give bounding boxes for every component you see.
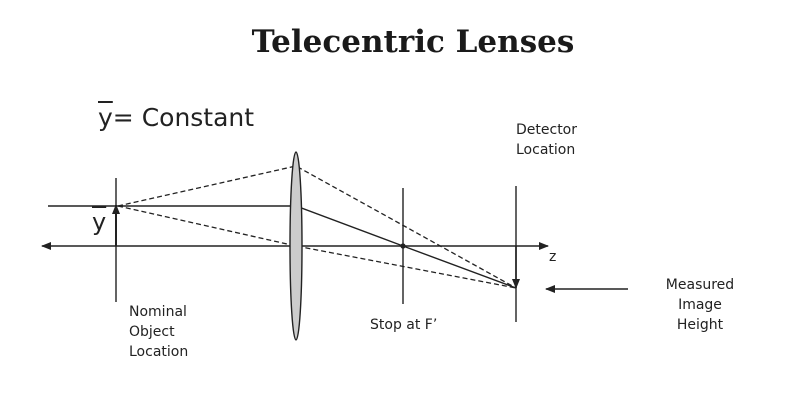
object-label-line1: Nominal — [129, 304, 187, 320]
measured-height-label: Measured Image Height — [652, 275, 748, 335]
measured-label-line2: Image — [678, 297, 722, 313]
stop-label: Stop at F’ — [370, 317, 438, 333]
detector-label-line2: Location — [516, 142, 576, 158]
measured-label-line3: Height — [676, 317, 724, 333]
object-label-line2: Object — [129, 324, 175, 340]
diagram-title: Telecentric Lenses — [251, 24, 575, 60]
constant-equation: y= Constant — [98, 103, 254, 132]
detector-location-label: Detector Location — [516, 120, 577, 160]
object-height-label: y — [92, 208, 107, 236]
y-bar-symbol: y — [98, 103, 113, 132]
equation-text: = Constant — [112, 103, 255, 132]
upper-marginal-ray — [117, 165, 517, 289]
measured-label-line1: Measured — [665, 277, 735, 293]
chief-ray — [48, 205, 517, 289]
detector-label-line1: Detector — [516, 122, 578, 138]
object-location-label: Nominal Object Location — [129, 302, 188, 362]
lower-marginal-ray — [117, 205, 517, 289]
z-axis-label: z — [549, 249, 557, 265]
lens — [289, 151, 303, 341]
object-label-line3: Location — [129, 344, 189, 360]
